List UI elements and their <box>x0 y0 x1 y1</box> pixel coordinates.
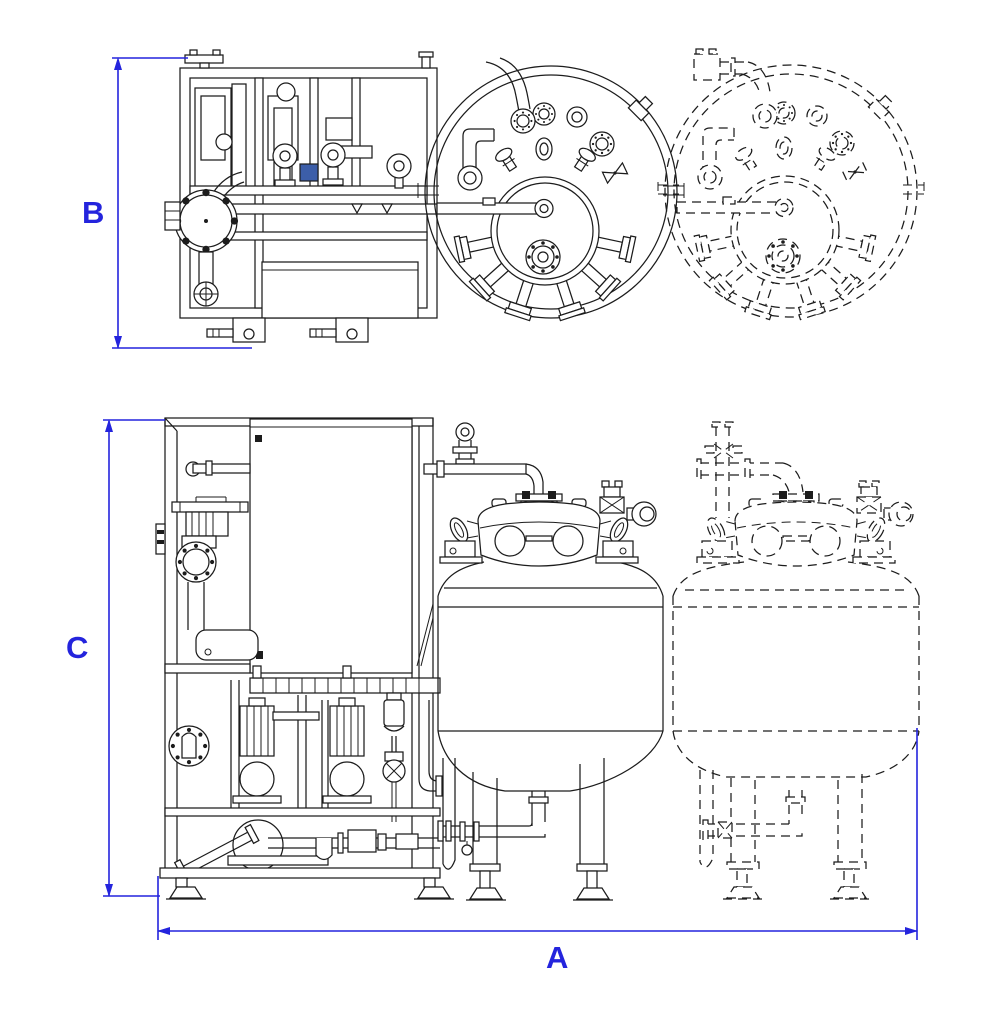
front-view-tank-solid <box>423 422 664 901</box>
dim-label-c: C <box>66 630 89 665</box>
dimension-c <box>103 419 165 897</box>
pump-1 <box>232 697 282 804</box>
front-view-tank-dashed <box>672 421 920 900</box>
top-view-vessel-solid <box>418 57 684 321</box>
filter-housing <box>382 692 406 822</box>
blue-component <box>299 163 319 182</box>
round-knob <box>386 153 412 189</box>
front-view-skid <box>155 417 454 900</box>
handwheel-valve-2 <box>320 142 346 186</box>
front-flange <box>168 725 210 767</box>
tank-lid-solid <box>439 480 657 567</box>
skid-foot-left <box>166 877 206 900</box>
dimension-b <box>112 57 252 349</box>
actuated-valve <box>171 496 249 630</box>
control-panel <box>249 418 413 674</box>
top-view-vessel-dashed <box>658 48 924 320</box>
dimension-a <box>157 728 918 940</box>
control-panel-top-view <box>261 261 419 319</box>
skid-foot-right <box>414 877 454 900</box>
dim-label-a: A <box>546 940 569 975</box>
top-view-skid <box>164 49 438 343</box>
pump-2 <box>322 697 372 804</box>
handwheel-valve-1 <box>272 143 298 187</box>
dim-label-b: B <box>82 195 105 230</box>
